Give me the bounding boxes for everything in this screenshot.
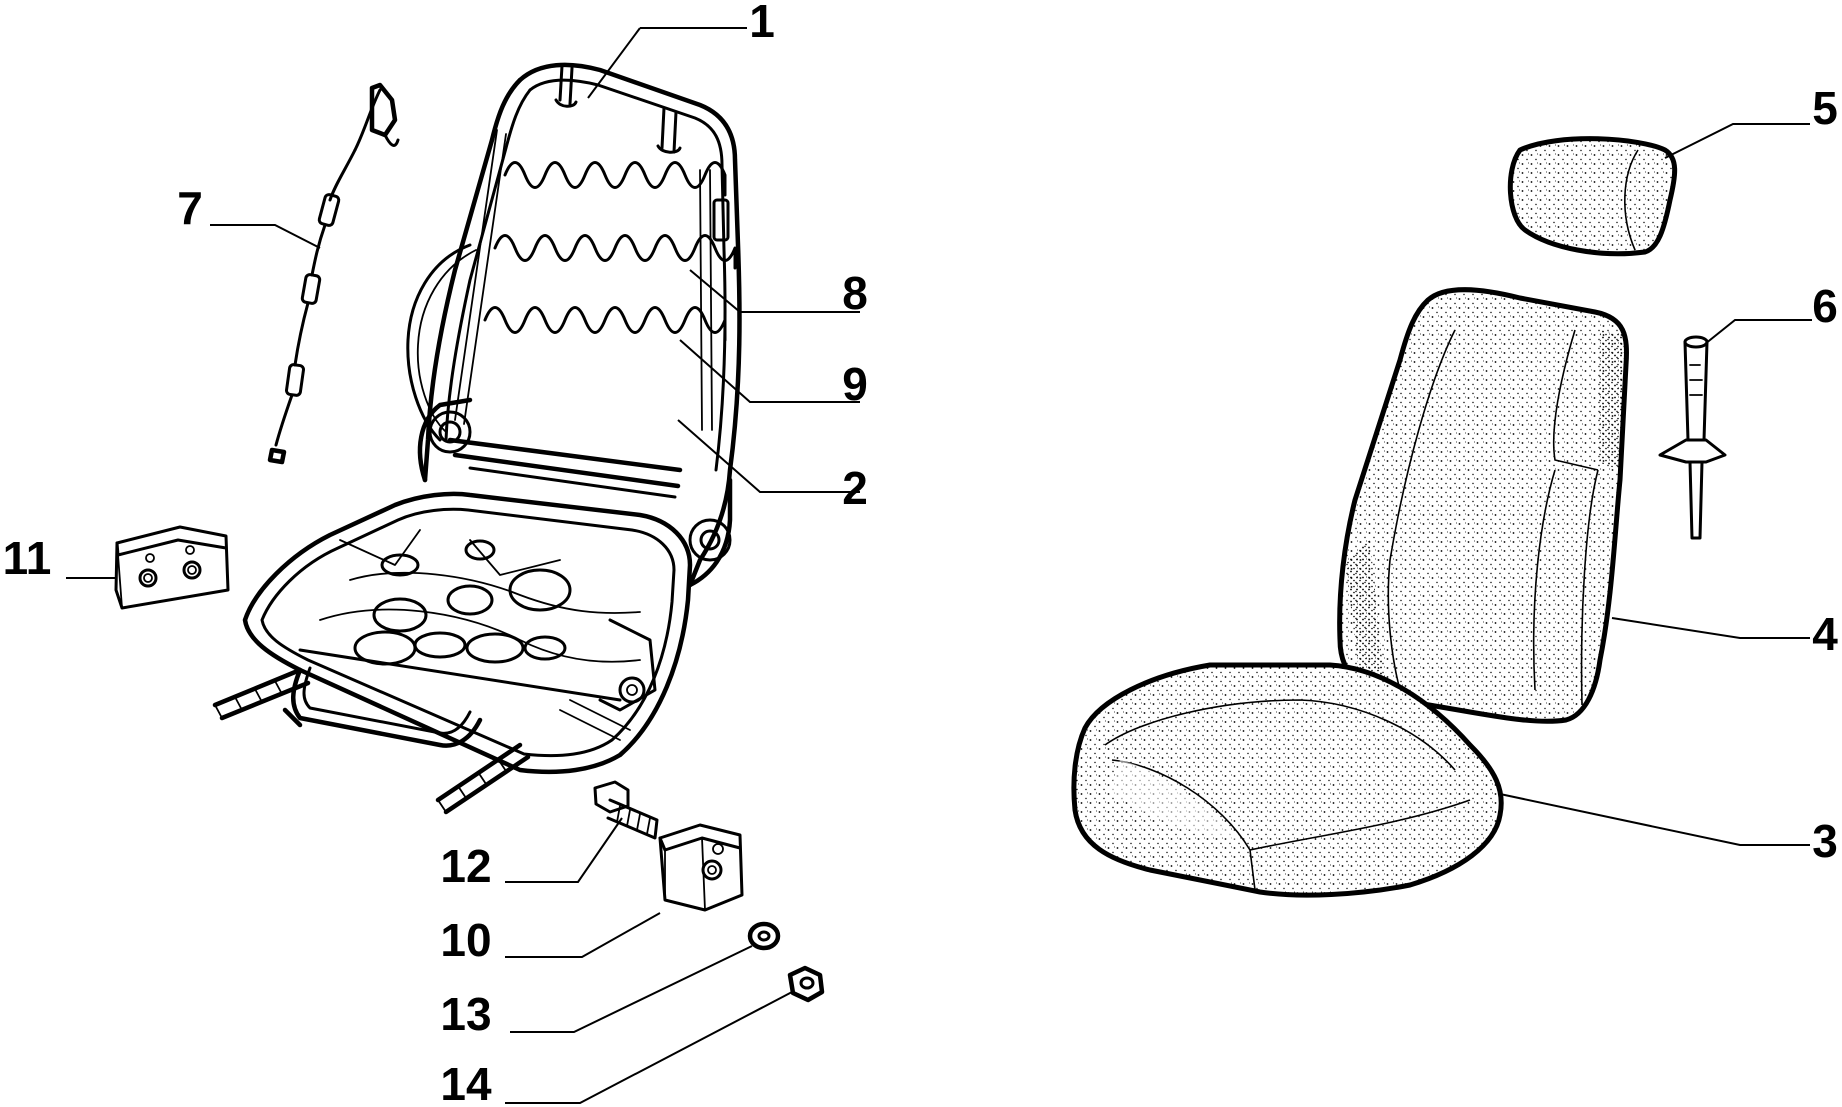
leader-8 — [689, 269, 860, 313]
leader-13 — [510, 945, 753, 1033]
callout-1: 1 — [749, 0, 775, 47]
callout-11: 11 — [3, 532, 52, 584]
part-11-plate — [114, 525, 230, 610]
leader-12 — [505, 817, 623, 883]
callout-12: 12 — [440, 840, 491, 892]
leader-3 — [1499, 793, 1810, 846]
callout-7: 7 — [177, 182, 203, 234]
callout-13: 13 — [440, 988, 491, 1040]
part-10-block — [658, 823, 744, 912]
part-5-headrest — [1507, 136, 1678, 257]
leader-10 — [505, 912, 661, 958]
part-12-bolt — [593, 780, 659, 840]
leader-lines — [66, 27, 1812, 1104]
part-13-washer — [747, 921, 781, 951]
part-4-back-cushion — [1337, 287, 1629, 724]
part-6-guide — [1658, 335, 1727, 540]
leader-6 — [1704, 319, 1812, 345]
callout-8: 8 — [842, 267, 868, 319]
leader-5 — [1664, 123, 1810, 159]
callout-3: 3 — [1812, 815, 1838, 867]
leader-9 — [679, 339, 860, 403]
part-3-seat-cushion — [1071, 662, 1504, 898]
leader-7 — [210, 224, 321, 249]
seat-frame — [212, 62, 742, 815]
part-14-nut — [787, 965, 825, 1003]
callout-labels: 1 2 3 4 5 6 7 8 9 10 11 12 13 14 — [3, 0, 1839, 1107]
callout-5: 5 — [1812, 82, 1838, 134]
leader-1 — [587, 27, 747, 99]
callout-2: 2 — [842, 462, 868, 514]
leader-4 — [1611, 617, 1810, 639]
part-7-cable — [267, 82, 400, 465]
callout-10: 10 — [440, 914, 491, 966]
callout-6: 6 — [1812, 280, 1838, 332]
callout-9: 9 — [842, 358, 868, 410]
callout-14: 14 — [440, 1058, 492, 1107]
leader-2 — [677, 419, 860, 493]
callout-4: 4 — [1812, 608, 1838, 660]
leader-14 — [505, 991, 793, 1104]
